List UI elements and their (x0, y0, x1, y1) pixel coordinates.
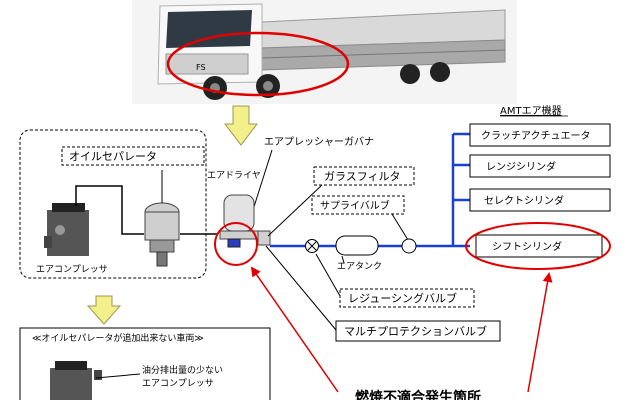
cab-windshield (166, 10, 252, 48)
oil-separator-label: オイルセパレータ (69, 150, 157, 163)
amt-device-clutch-label: クラッチアクチュエータ (481, 130, 591, 142)
compressor-body (47, 210, 89, 256)
low-oil-note-line2: エアコンプレッサ (142, 378, 214, 389)
amt-device-box-shift (475, 234, 603, 258)
amt-group-title: AMTエア機器 (500, 104, 562, 117)
truck-badge-text: FS (196, 63, 206, 72)
air-compressor-label: エアコンプレッサ (36, 264, 108, 275)
amt-device-range-label: レンジシリンダ (486, 160, 556, 173)
air-dryer-drawing (219, 194, 271, 248)
supply-valve-label: サプライバルブ (320, 199, 390, 212)
multi-protection-leader-line (265, 245, 337, 331)
amt-device-box-select (469, 188, 611, 212)
dryer-highlight-circle (214, 222, 258, 266)
glass-filter-leader-line (267, 184, 323, 237)
compressor-bolt (55, 225, 65, 235)
dryer-outlet (257, 230, 271, 246)
glass-filter-label: ガラスフィルタ (324, 170, 401, 183)
air-tank-label: エアタンク (337, 261, 382, 272)
low-oil-leader-line (95, 373, 141, 379)
amt-device-box-range (469, 154, 611, 178)
rear-wheel-2 (430, 62, 450, 82)
air-tank-leader-line (341, 255, 345, 264)
glass-filter-label-box (313, 166, 415, 186)
truck-photo: FS (132, 0, 517, 104)
separator-base (149, 239, 175, 253)
compressor-head (52, 203, 85, 212)
blue-air-line (270, 132, 470, 248)
check-valve-symbol (305, 239, 319, 253)
low-oil-note-line1: 油分排出量の少ない (142, 364, 223, 376)
reducing-valve-label-box (339, 288, 475, 308)
reducing-valve-leader-line (315, 253, 341, 297)
compressor-port (44, 236, 52, 248)
amt-device-box-clutch (469, 123, 611, 147)
air-compressor-drawing (44, 203, 89, 256)
supply-valve-label-box (311, 195, 405, 215)
pipe-compressor-to-separator (75, 185, 144, 235)
supply-valve-leader-line (391, 213, 409, 241)
air-tank-shape (335, 235, 379, 256)
photo-to-diagram-arrow (223, 105, 259, 146)
low-oil-compressor-head (55, 361, 87, 370)
front-hub-2 (263, 81, 273, 91)
low-oil-compressor-port (94, 370, 102, 380)
group-to-lower-arrow (86, 295, 122, 325)
compressor-group-box (19, 129, 207, 279)
reducing-valve-label: レジューシングバルブ (348, 291, 457, 305)
supply-valve-symbol (401, 238, 417, 254)
red-arrow-to-dryer (250, 266, 339, 393)
bottom-caption: 燃焼不適合発生箇所 (355, 389, 481, 400)
chassis-highlight-circle (166, 31, 350, 97)
rear-wheel-1 (400, 64, 420, 84)
low-oil-compressor-body (50, 368, 92, 400)
multi-protection-valve-label: マルチプロテクションバルブ (344, 324, 487, 338)
dryer-canister (223, 194, 255, 232)
multi-protection-valve-label-box (335, 320, 501, 342)
air-pressure-governor-label: エアプレッシャーガバナ (264, 136, 374, 148)
low-oil-compressor-drawing (50, 361, 102, 400)
shift-cylinder-highlight-ellipse (465, 222, 611, 270)
no-separator-vehicle-title: ≪オイルセパレータが追加出来ない車両≫ (32, 332, 204, 344)
oil-separator-drawing (144, 170, 180, 267)
check-valve-cross-2 (307, 241, 317, 251)
truck-wheels (203, 62, 450, 100)
amt-device-select-label: セレクトシリンダ (484, 194, 564, 207)
red-arrow-to-shift-cylinder (527, 272, 553, 393)
oil-separator-label-box (61, 146, 205, 166)
cargo-rail (261, 49, 506, 59)
amt-device-shift-label: シフトシリンダ (492, 240, 562, 253)
cab-grille (165, 53, 249, 75)
separator-bowl (144, 211, 180, 241)
air-dryer-label: エアドライヤ (207, 170, 261, 181)
separator-drain (156, 251, 168, 267)
governor-block (227, 238, 241, 248)
